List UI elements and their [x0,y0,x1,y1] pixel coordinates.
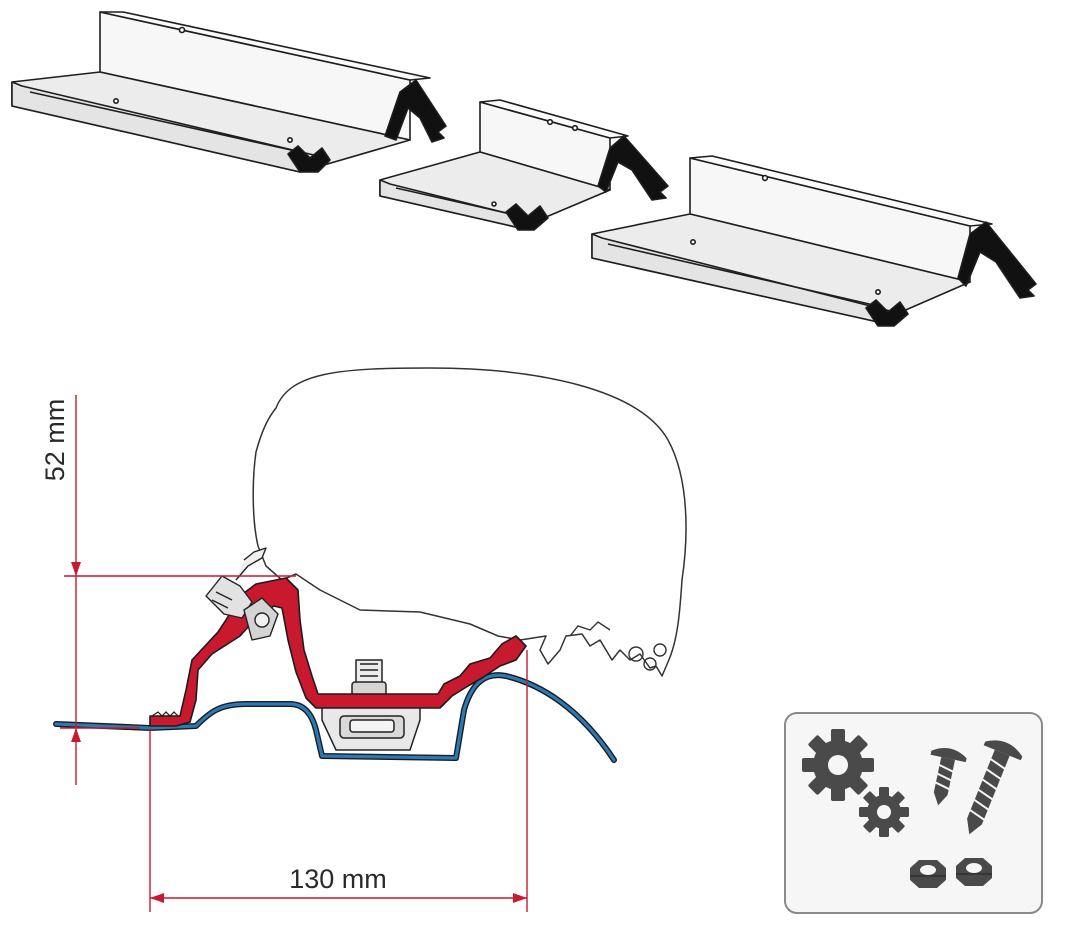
width-dimension-label: 130 mm [289,864,387,894]
nut-icon [910,860,946,888]
screw-icon [967,740,1023,835]
gear-icon [802,729,874,801]
hardware-kit-box [784,712,1043,914]
mounting-rail-2 [379,99,669,231]
screw-icon [930,748,967,806]
height-dimension-label: 52 mm [40,399,70,482]
mounting-rail-3 [591,155,1037,327]
bracket-serration [151,711,179,717]
height-dimension [60,395,296,785]
width-dimension [149,650,528,912]
nut-icon [956,858,992,886]
gear-icon [859,787,909,837]
cassette-end-detail [569,621,667,671]
awning-cassette-outline [252,367,687,677]
roof-clamp [321,659,421,751]
mounting-rail-1 [11,11,447,173]
